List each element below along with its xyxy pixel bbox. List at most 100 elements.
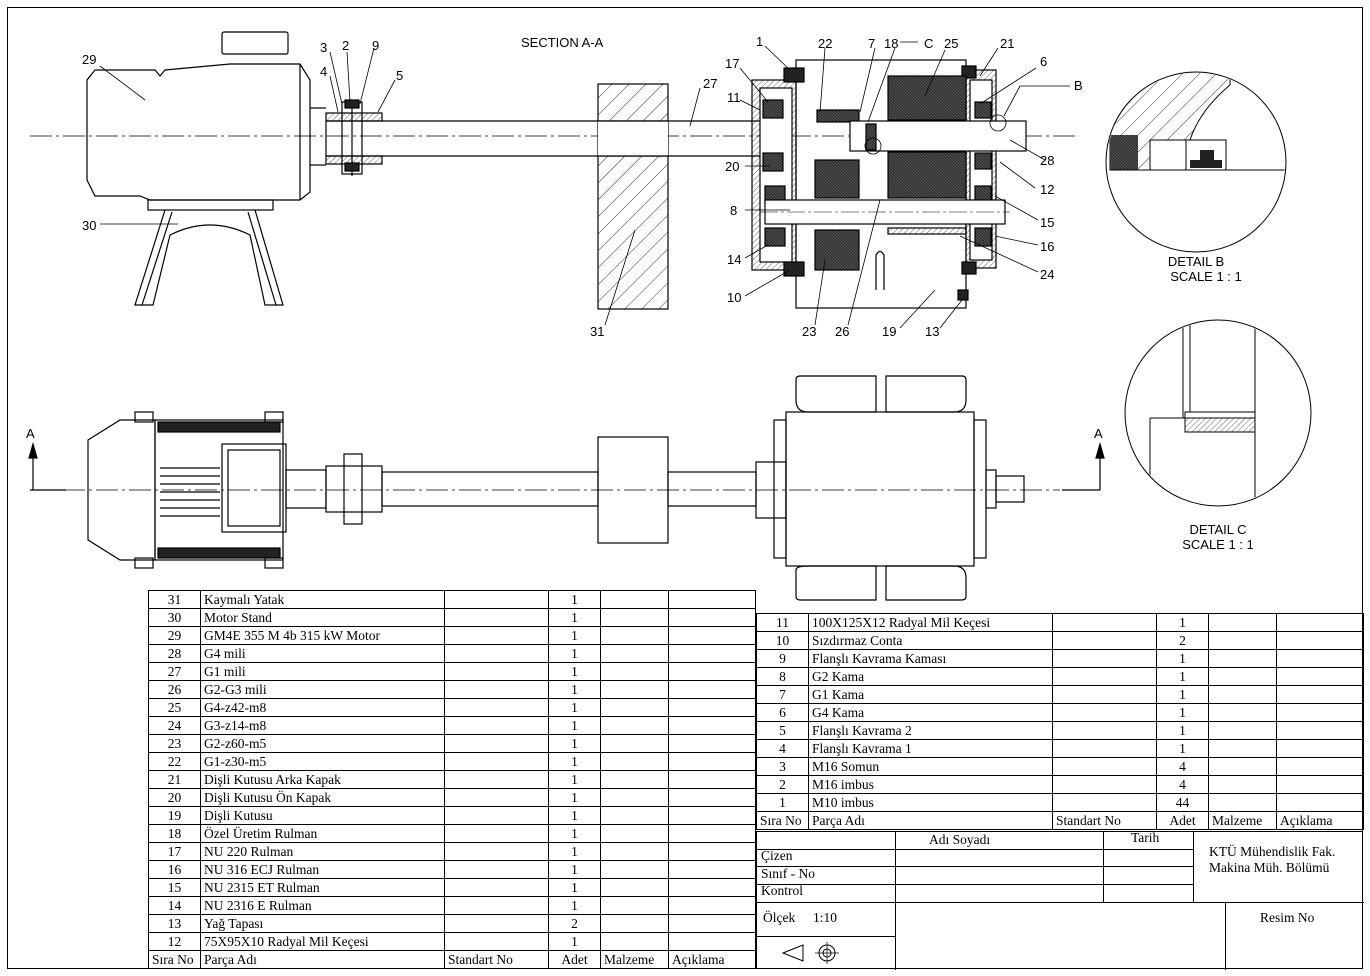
bom-cell-std — [444, 824, 549, 843]
svg-text:20: 20 — [725, 159, 739, 174]
bom-cell-qty: 2 — [1156, 631, 1209, 650]
section-arrow-right — [1062, 441, 1105, 491]
bom-cell-note — [668, 644, 756, 663]
svg-text:30: 30 — [82, 218, 96, 233]
bom-cell-mat — [1208, 757, 1277, 776]
svg-text:13: 13 — [925, 324, 939, 339]
bom-cell-std — [1052, 757, 1157, 776]
bom-cell-name: G4 mili — [200, 644, 445, 663]
bom-cell-name: Dişli Kutusu — [200, 806, 445, 825]
scale-label: Ölçek — [763, 910, 796, 925]
svg-text:4: 4 — [320, 64, 327, 79]
bom-cell-name: G3-z14-m8 — [200, 716, 445, 735]
bom-cell-qty: 1 — [1156, 739, 1209, 758]
section-mark-left: A — [26, 426, 35, 441]
drawing-frame — [7, 7, 1363, 969]
bom-cell-qty: 1 — [548, 824, 601, 843]
detail-b-title: DETAIL B — [1168, 254, 1224, 269]
bom-cell-mat — [600, 806, 669, 825]
bom-cell-note — [1276, 649, 1364, 668]
bom-cell-note — [668, 842, 756, 861]
bom-cell-note — [668, 806, 756, 825]
bom-cell-std — [444, 788, 549, 807]
bom-cell-std — [1052, 667, 1157, 686]
bom-cell-std — [444, 590, 549, 609]
svg-text:8: 8 — [730, 203, 737, 218]
bom-cell-std — [444, 626, 549, 645]
bom-cell-std — [444, 662, 549, 681]
sliding-bearing-section — [597, 83, 669, 310]
bom-header-name: Parça Adı — [808, 811, 1053, 830]
bom-cell-note — [668, 914, 756, 933]
bom-header-qty: Adet — [1156, 811, 1209, 830]
bom-cell-note — [668, 860, 756, 879]
bom-cell-mat — [1208, 631, 1277, 650]
bom-cell-no: 20 — [148, 788, 201, 807]
svg-text:14: 14 — [727, 252, 741, 267]
detail-c-view — [1124, 319, 1312, 507]
bom-header-std: Standart No — [1052, 811, 1157, 830]
bom-cell-mat — [600, 896, 669, 915]
svg-text:3: 3 — [320, 40, 327, 55]
bom-cell-std — [444, 914, 549, 933]
bom-cell-std — [1052, 685, 1157, 704]
bom-cell-name: G1-z30-m5 — [200, 752, 445, 771]
check-label: Kontrol — [761, 883, 803, 898]
org-line-1: KTÜ Mühendislik Fak. — [1209, 844, 1336, 859]
bom-cell-no: 17 — [148, 842, 201, 861]
bom-cell-mat — [1208, 793, 1277, 812]
bom-cell-note — [1276, 721, 1364, 740]
bom-cell-no: 12 — [148, 932, 201, 951]
svg-text:31: 31 — [590, 324, 604, 339]
bom-cell-no: 31 — [148, 590, 201, 609]
bom-cell-std — [1052, 793, 1157, 812]
drawing-no-label: Resim No — [1260, 910, 1315, 925]
input-shaft-section — [325, 120, 760, 157]
bom-cell-qty: 1 — [548, 878, 601, 897]
bom-cell-name: 100X125X12 Radyal Mil Keçesi — [808, 613, 1053, 632]
bom-cell-name: M10 imbus — [808, 793, 1053, 812]
bom-cell-no: 28 — [148, 644, 201, 663]
motor-section — [86, 31, 326, 201]
bom-cell-name: G1 mili — [200, 662, 445, 681]
bom-cell-no: 5 — [756, 721, 809, 740]
svg-text:22: 22 — [818, 36, 832, 51]
bom-cell-qty: 1 — [548, 860, 601, 879]
projection-symbol-icon — [781, 942, 839, 964]
bom-cell-no: 27 — [148, 662, 201, 681]
bom-cell-name: G2 Kama — [808, 667, 1053, 686]
bom-cell-std — [444, 716, 549, 735]
section-balloon-labels: 29 30 3 2 9 4 5 27 17 11 1 22 7 18 C 25 … — [82, 34, 1083, 339]
bom-cell-no: 26 — [148, 680, 201, 699]
bom-cell-name: G2-G3 mili — [200, 680, 445, 699]
bom-cell-mat — [1208, 667, 1277, 686]
bom-cell-name: NU 2315 ET Rulman — [200, 878, 445, 897]
bom-cell-std — [444, 878, 549, 897]
bom-cell-note — [1276, 757, 1364, 776]
bom-cell-mat — [600, 878, 669, 897]
title-block: Adı Soyadı Tarih Çizen Sınıf - No Kontro… — [756, 830, 1364, 970]
bom-cell-name: Kaymalı Yatak — [200, 590, 445, 609]
bom-cell-mat — [600, 608, 669, 627]
bom-header-std: Standart No — [444, 950, 549, 969]
bom-cell-name: Dişli Kutusu Arka Kapak — [200, 770, 445, 789]
bom-cell-qty: 1 — [548, 608, 601, 627]
bom-header-note: Açıklama — [1276, 811, 1364, 830]
bom-cell-qty: 1 — [1156, 649, 1209, 668]
org-line-2: Makina Müh. Bölümü — [1209, 860, 1330, 875]
bom-cell-no: 6 — [756, 703, 809, 722]
bom-cell-qty: 1 — [548, 788, 601, 807]
bom-cell-qty: 44 — [1156, 793, 1209, 812]
